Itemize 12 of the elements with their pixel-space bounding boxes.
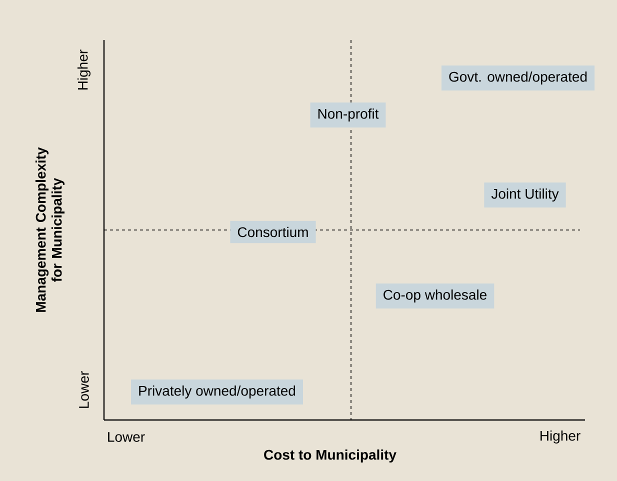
axis-label: Lower	[79, 371, 89, 408]
category-box: Non-profit	[310, 102, 386, 128]
category-box: Joint Utility	[484, 182, 566, 208]
axis-title: Cost to Municipality	[264, 449, 396, 463]
axis-label: Lower	[108, 432, 145, 442]
category-box: Privately owned/operated	[131, 379, 303, 405]
category-box: Consortium	[230, 220, 316, 244]
axis-title: Management Complexity for Municipality	[35, 147, 65, 312]
category-box: Govt. owned/operated	[441, 65, 595, 91]
category-box: Co-op wholesale	[376, 283, 494, 309]
axis-label: Higher	[77, 50, 91, 90]
axis-label: Higher	[540, 430, 580, 444]
